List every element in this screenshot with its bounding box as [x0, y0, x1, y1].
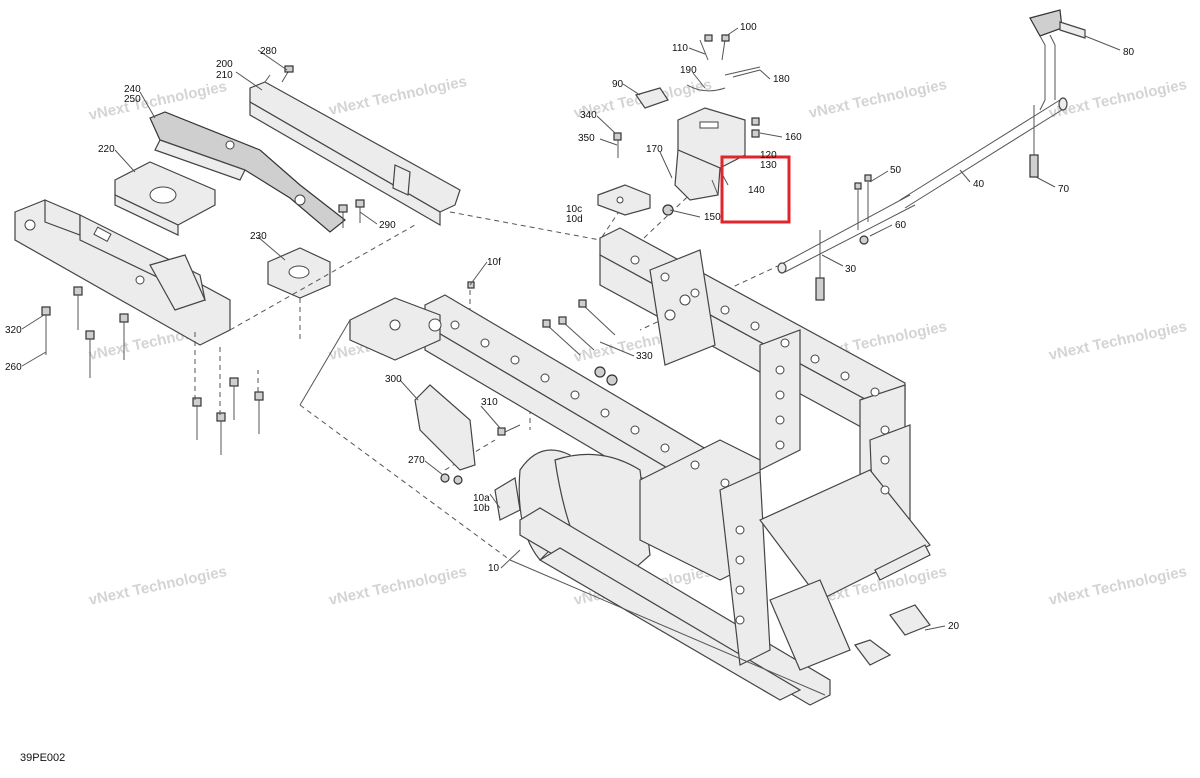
callout-label: 90 [612, 79, 624, 90]
hitch-bracket-group [597, 34, 761, 216]
callout-label: 260 [5, 362, 22, 373]
callout-label: 130 [760, 160, 777, 171]
callout-label: 190 [680, 65, 697, 76]
gusset-bracket [149, 111, 346, 233]
callout-label: 10f [487, 257, 501, 268]
main-frame [349, 227, 931, 706]
callout-label: 220 [98, 144, 115, 155]
callout-label: 120 [760, 150, 777, 161]
callout-label: 10b [473, 503, 490, 514]
callout-label: 280 [260, 46, 277, 57]
callout-label: 50 [890, 165, 902, 176]
watermark: vNext Technologies [1047, 563, 1188, 609]
callout-label: 180 [773, 74, 790, 85]
callout-label: 350 [578, 133, 595, 144]
callout-label: 310 [481, 397, 498, 408]
callout-label: 10c [566, 204, 582, 215]
watermark: vNext Technologies [1047, 76, 1188, 122]
callout-label: 210 [216, 70, 233, 81]
callout-label: 230 [250, 231, 267, 242]
watermark: vNext Technologies [1047, 318, 1188, 364]
callout-label: 10a [473, 493, 490, 504]
upper-frame-bracket [249, 74, 461, 227]
leader-lines [21, 27, 1121, 696]
callout-label: 10 [488, 563, 500, 574]
callout-label: 330 [636, 351, 653, 362]
callout-label: 80 [1123, 47, 1135, 58]
callout-labels: 100 110 80 190 180 90 340 350 170 160 12… [5, 22, 1135, 632]
callout-label: 270 [408, 455, 425, 466]
callout-label: 160 [785, 132, 802, 143]
callout-label: 240 [124, 84, 141, 95]
highlight-box [720, 155, 791, 224]
callout-label: 60 [895, 220, 907, 231]
callout-label: 140 [748, 185, 765, 196]
watermark: vNext Technologies [87, 563, 228, 609]
callout-label: 320 [5, 325, 22, 336]
shield-plate [414, 384, 521, 521]
callout-label: 70 [1058, 184, 1070, 195]
callout-label: 10d [566, 214, 583, 225]
callout-label: 290 [379, 220, 396, 231]
watermark: vNext Technologies [327, 563, 468, 609]
callout-label: 100 [740, 22, 757, 33]
callout-label: 30 [845, 264, 857, 275]
callout-label: 20 [948, 621, 960, 632]
callout-label: 170 [646, 144, 663, 155]
callout-label: 250 [124, 94, 141, 105]
bolts-left [41, 286, 264, 455]
callout-label: 150 [704, 212, 721, 223]
callout-label: 110 [672, 43, 688, 54]
callout-label: 340 [580, 110, 597, 121]
bolts-center [467, 281, 618, 386]
pedal-shaft-assembly [777, 9, 1086, 301]
diagram-code: 39PE002 [20, 752, 66, 764]
callout-label: 200 [216, 59, 233, 70]
callout-label: 300 [385, 374, 402, 385]
watermark: vNext Technologies [327, 73, 468, 119]
left-side-rail [14, 199, 231, 346]
mount-plate [114, 161, 216, 236]
callout-label: 40 [973, 179, 985, 190]
small-bracket [267, 247, 331, 299]
watermark: vNext Technologies [807, 76, 948, 122]
